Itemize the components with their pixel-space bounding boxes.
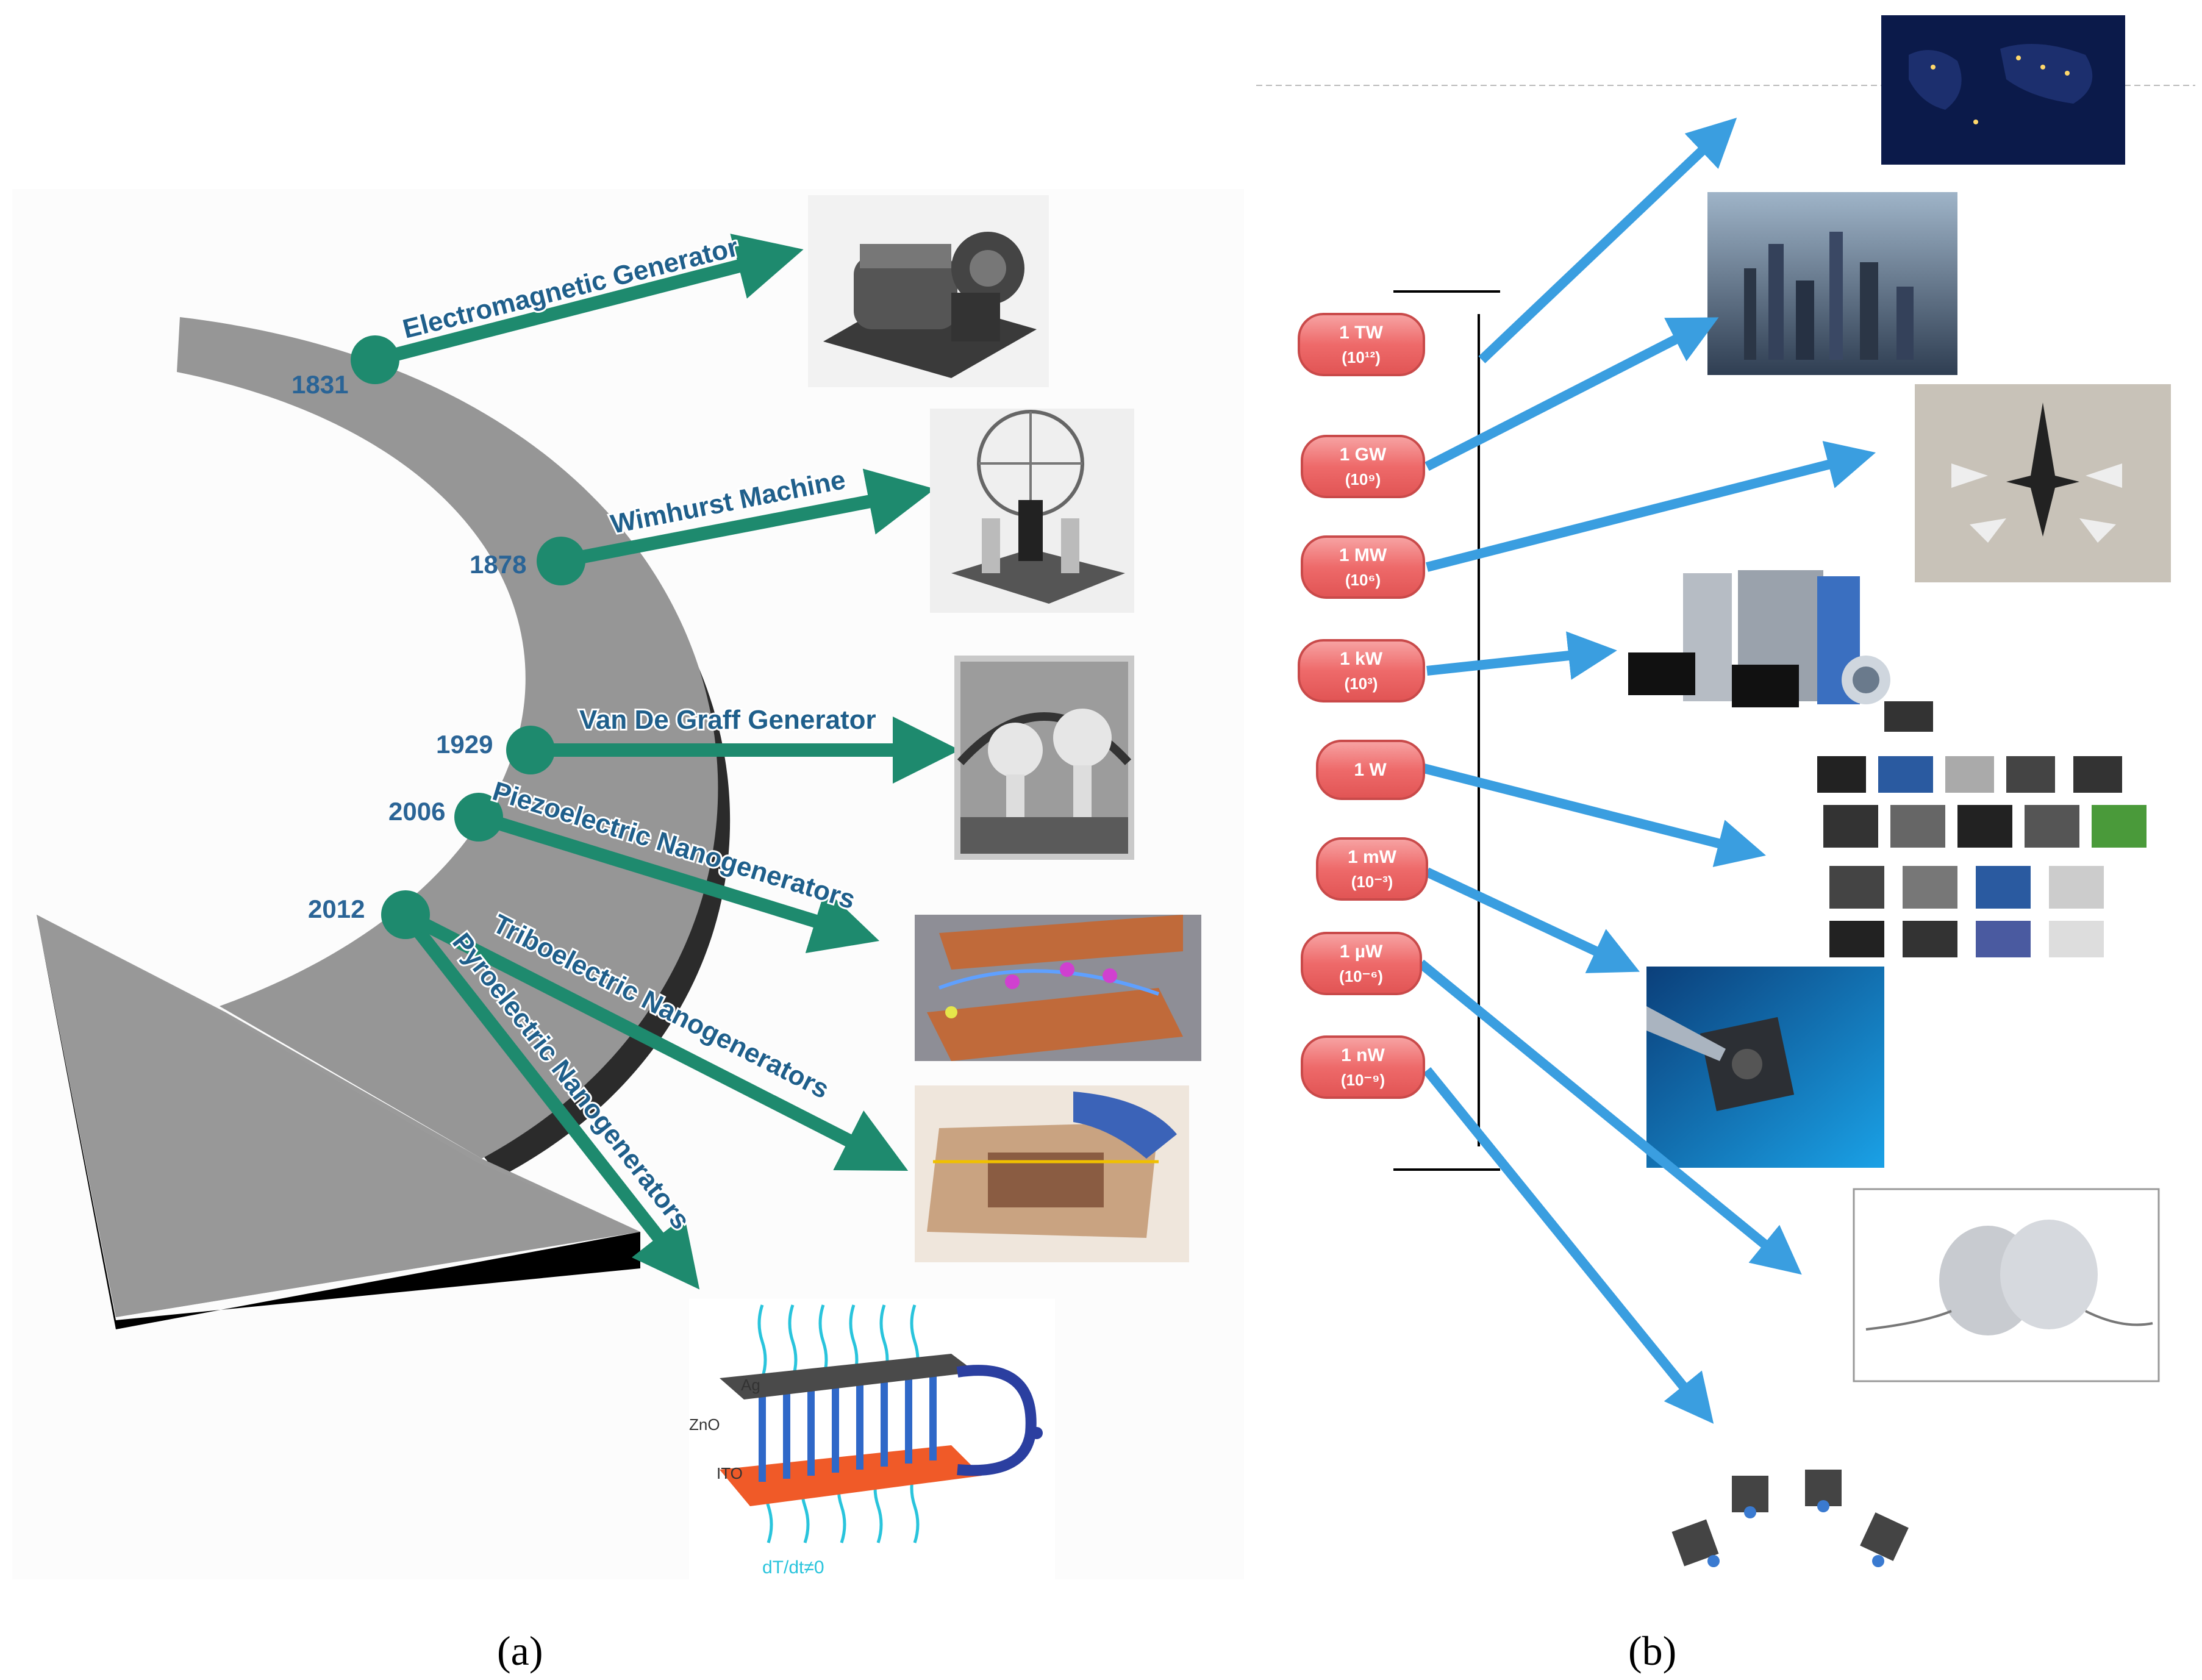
power-label: 1 W [1354, 760, 1387, 780]
power-exponent: (10⁻⁶) [1339, 967, 1383, 985]
power-exponent: (10⁻³) [1351, 873, 1393, 891]
microchip-image [1646, 967, 1884, 1168]
arrow-gw [1425, 317, 1719, 471]
power-label: 1 nW [1341, 1045, 1385, 1065]
triboelectric-nanogenerator-image [915, 1085, 1189, 1262]
consumer-electronics-image [1805, 750, 2183, 970]
arrow-tw [1478, 117, 1737, 363]
timeline-arrowhead-inner [37, 915, 640, 1317]
year-2006: 2006 [388, 797, 445, 826]
pyroelectric-device-image: Ag ZnO ITO dT/dt≠0 [689, 1299, 1055, 1579]
power-level-kw: 1 kW (10³) [1298, 639, 1425, 702]
arrow-1878 [559, 468, 935, 568]
sensors-image [1604, 1421, 1982, 1592]
arrow-mw-milli [1425, 867, 1640, 973]
home-appliances-image [1598, 567, 1933, 735]
arrow-2006 [476, 810, 880, 954]
city-aerial-image [1707, 192, 1957, 375]
year-1878: 1878 [470, 550, 526, 579]
arrow-kw [1426, 631, 1617, 680]
power-level-microw: 1 µW (10⁻⁶) [1301, 932, 1422, 995]
year-2012: 2012 [308, 895, 365, 923]
power-label: 1 MW [1339, 545, 1387, 565]
power-label: 1 kW [1340, 649, 1383, 669]
pyro-ag-label: Ag [741, 1376, 760, 1394]
power-level-milliw: 1 mW (10⁻³) [1316, 837, 1428, 901]
power-label: 1 µW [1340, 942, 1383, 962]
power-label: 1 TW [1339, 323, 1383, 343]
pyro-zno-label: ZnO [689, 1415, 720, 1434]
timeline-curve [177, 317, 718, 1159]
power-exponent: (10⁶) [1345, 571, 1381, 589]
power-exponent: (10⁻⁹) [1341, 1071, 1385, 1089]
arrow-1831 [373, 234, 804, 366]
wimhurst-machine-image [930, 409, 1134, 613]
node-2012 [381, 890, 430, 939]
year-1831: 1831 [291, 370, 348, 399]
arrow-w [1423, 763, 1767, 867]
arrow-uw [1417, 959, 1802, 1275]
panel-b-caption: (b) [1628, 1628, 1676, 1674]
power-level-mw: 1 MW (10⁶) [1301, 535, 1425, 599]
pyro-ito-label: ITO [717, 1464, 743, 1482]
node-1929 [506, 726, 555, 774]
world-at-night-image [1881, 15, 2125, 165]
arrow-2012-tribo [402, 909, 909, 1171]
aircraft-image [1915, 384, 2171, 582]
power-exponent: (10¹²) [1342, 348, 1381, 366]
power-exponent: (10³) [1345, 674, 1378, 693]
van-de-graff-generator-image [954, 656, 1134, 860]
pacemaker-image [1853, 1188, 2160, 1382]
power-level-gw: 1 GW (10⁹) [1301, 435, 1425, 498]
arrow-nw [1423, 1067, 1714, 1424]
panel-a-caption: (a) [497, 1628, 543, 1674]
node-1831 [351, 335, 399, 384]
power-exponent: (10⁹) [1345, 470, 1381, 488]
panel-a-timeline: 1831 1878 1929 2006 2012 Electromagnetic… [12, 189, 1244, 1674]
power-level-tw: 1 TW (10¹²) [1298, 313, 1425, 376]
arrow-2012-pyro [400, 910, 700, 1290]
arrow-mw [1426, 441, 1876, 572]
power-level-w: 1 W [1316, 740, 1425, 800]
power-label: 1 GW [1340, 445, 1387, 465]
power-label: 1 mW [1348, 847, 1397, 867]
year-1929: 1929 [436, 730, 493, 759]
node-2006 [454, 793, 503, 842]
label-van-de-graff-generator: Van De Graff Generator [579, 705, 876, 735]
power-level-nw: 1 nW (10⁻⁹) [1301, 1035, 1425, 1099]
electromagnetic-generator-image [808, 195, 1049, 387]
panel-b-power-scale: 1 TW (10¹²) 1 GW (10⁹) 1 MW (10⁶) 1 kW (… [1256, 15, 2195, 1674]
piezoelectric-nanogenerator-image [915, 915, 1201, 1061]
pyro-dtdt-label: dT/dt≠0 [762, 1557, 824, 1578]
node-1878 [537, 537, 585, 585]
